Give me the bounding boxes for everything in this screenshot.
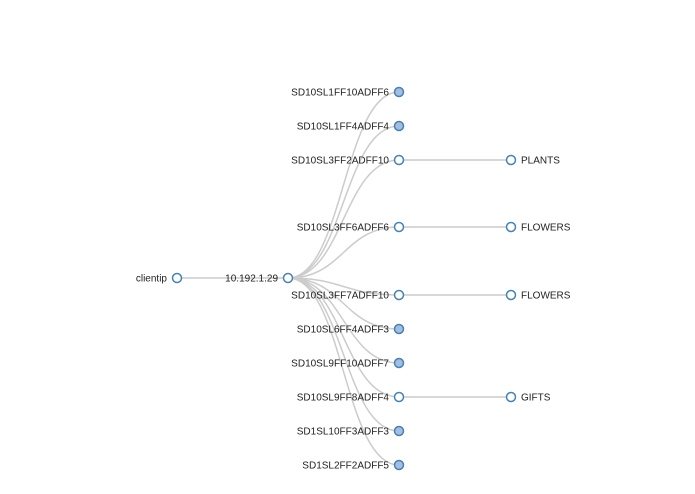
node-label: SD10SL3FF2ADFF10	[291, 156, 389, 167]
node-label: GIFTS	[521, 393, 551, 404]
expanded-node-icon[interactable]	[505, 154, 517, 166]
node-label: clientip	[136, 274, 168, 285]
tree-node[interactable]: 10.192.1.29	[225, 272, 294, 285]
node-label: FLOWERS	[521, 223, 571, 234]
tree-links	[177, 91, 511, 466]
tree-node[interactable]: SD10SL9FF8ADFF4	[297, 391, 405, 404]
tree-link	[287, 226, 400, 279]
node-label: 10.192.1.29	[225, 274, 278, 285]
tree-link	[287, 277, 400, 432]
expanded-node-icon[interactable]	[393, 391, 405, 403]
tree-node[interactable]: SD1SL10FF3ADFF3	[297, 425, 405, 438]
tree-link	[287, 277, 400, 364]
tree-node[interactable]: GIFTS	[505, 391, 551, 404]
tree-node[interactable]: SD10SL6FF4ADFF3	[297, 323, 405, 336]
node-label: SD1SL2FF2ADFF5	[302, 461, 389, 472]
tree-node[interactable]: SD10SL1FF10ADFF6	[291, 86, 405, 99]
collapsed-node-icon[interactable]	[393, 425, 405, 437]
collapsed-node-icon[interactable]	[393, 323, 405, 335]
node-label: PLANTS	[521, 156, 560, 167]
tree-link	[287, 159, 400, 279]
tree-node[interactable]: FLOWERS	[505, 221, 571, 234]
node-label: SD10SL1FF4ADFF4	[297, 122, 390, 133]
tree-link	[287, 277, 400, 398]
tree-node[interactable]: SD10SL3FF2ADFF10	[291, 154, 405, 167]
collapsed-node-icon[interactable]	[393, 459, 405, 471]
node-label: SD10SL3FF7ADFF10	[291, 291, 389, 302]
tree-link	[287, 277, 400, 296]
tree-node[interactable]: SD10SL9FF10ADFF7	[291, 357, 405, 370]
tree-link	[287, 91, 400, 279]
tree-node[interactable]: SD10SL1FF4ADFF4	[297, 120, 405, 133]
tree-node[interactable]: SD10SL3FF7ADFF10	[291, 289, 405, 302]
expanded-node-icon[interactable]	[505, 289, 517, 301]
node-label: SD10SL9FF10ADFF7	[291, 359, 389, 370]
node-label: FLOWERS	[521, 291, 571, 302]
expanded-node-icon[interactable]	[393, 289, 405, 301]
tree-link	[287, 125, 400, 279]
expanded-node-icon[interactable]	[505, 221, 517, 233]
tree-node[interactable]: clientip	[136, 272, 183, 285]
tree-node[interactable]: SD1SL2FF2ADFF5	[302, 459, 405, 472]
collapsed-node-icon[interactable]	[393, 357, 405, 369]
collapsed-node-icon[interactable]	[393, 120, 405, 132]
tree-node[interactable]: SD10SL3FF6ADFF6	[297, 221, 405, 234]
expanded-node-icon[interactable]	[505, 391, 517, 403]
expanded-node-icon[interactable]	[171, 272, 183, 284]
expanded-node-icon[interactable]	[393, 154, 405, 166]
node-label: SD10SL6FF4ADFF3	[297, 325, 390, 336]
tree-node[interactable]: PLANTS	[505, 154, 561, 167]
node-label: SD1SL10FF3ADFF3	[297, 427, 390, 438]
tree-link	[287, 277, 400, 466]
tree-link	[287, 277, 400, 330]
node-label: SD10SL1FF10ADFF6	[291, 88, 389, 99]
expanded-node-icon[interactable]	[393, 221, 405, 233]
collapsed-node-icon[interactable]	[393, 86, 405, 98]
tree-nodes: clientip 10.192.1.29 SD10SL1FF10ADFF6SD10S…	[136, 86, 571, 472]
node-label: SD10SL3FF6ADFF6	[297, 223, 390, 234]
expanded-node-icon[interactable]	[282, 272, 294, 284]
node-label: SD10SL9FF8ADFF4	[297, 393, 390, 404]
tree-node[interactable]: FLOWERS	[505, 289, 571, 302]
